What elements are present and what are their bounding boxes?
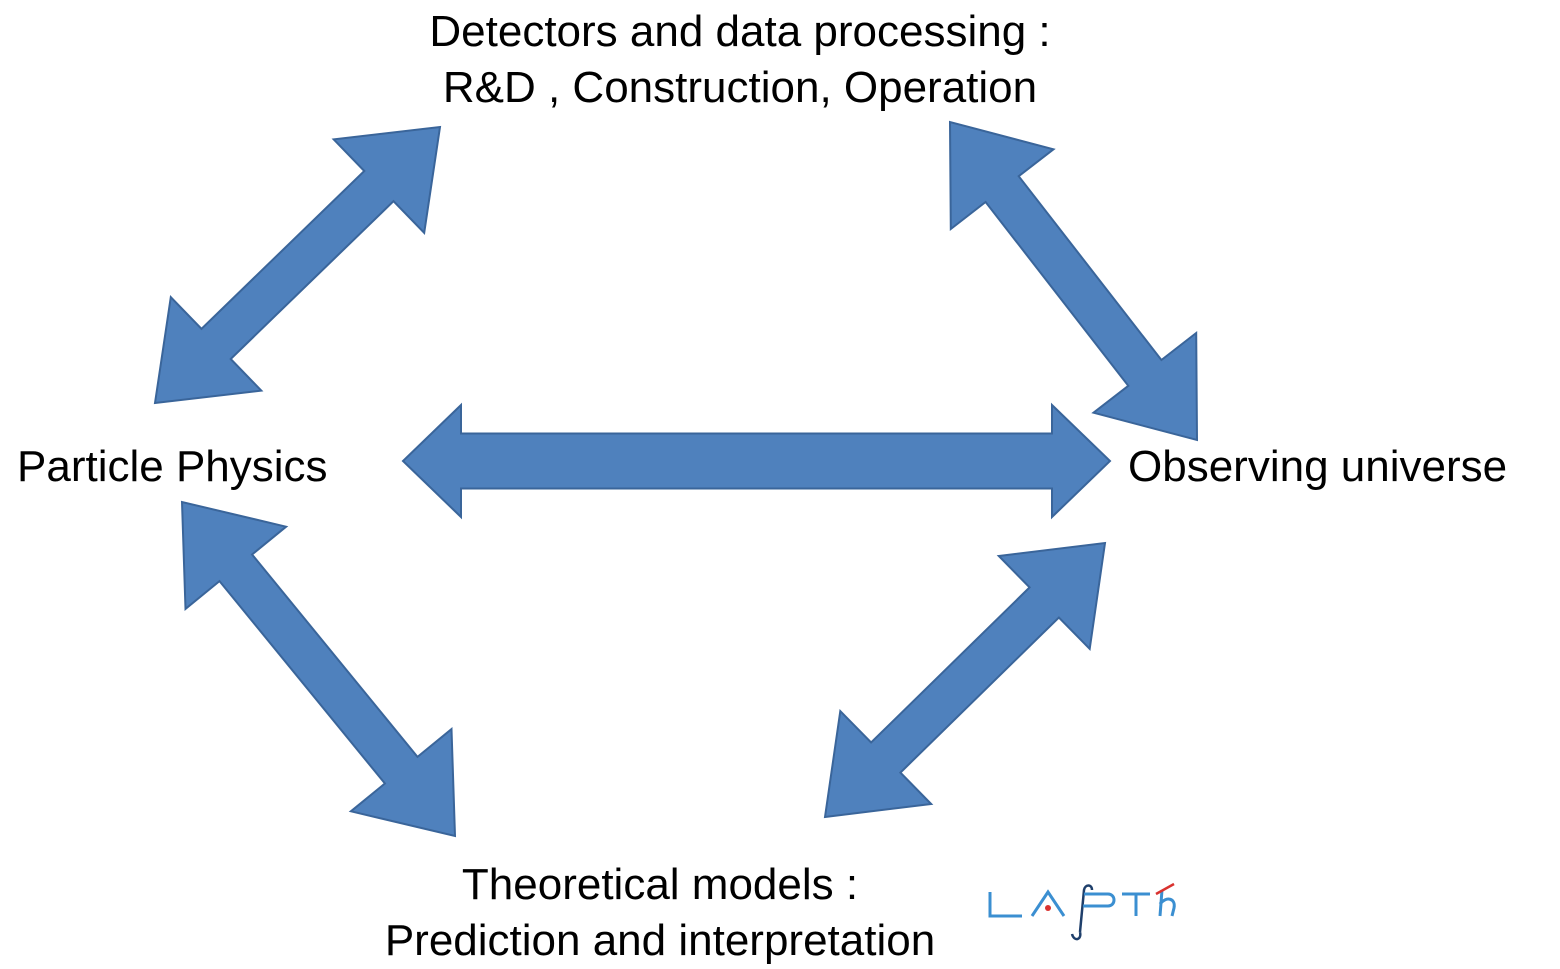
node-top-line2: R&D , Construction, Operation [442, 63, 1038, 112]
arrow-bottom-right [823, 541, 1107, 819]
logo-hbar-stroke [1155, 882, 1175, 896]
node-right: Observing universe [1128, 442, 1508, 491]
node-bottom-line2: Prediction and interpretation [384, 916, 936, 965]
logo-dot [1045, 905, 1051, 911]
logo-letter-h [1158, 889, 1176, 917]
node-bottom: Theoretical models : Prediction and inte… [330, 857, 990, 969]
node-top: Detectors and data processing : R&D , Co… [380, 4, 1100, 116]
arrow-top-right [948, 120, 1199, 442]
arrow-horizontal [401, 402, 1112, 520]
node-bottom-line1: Theoretical models : [461, 860, 859, 909]
lapth-logo [988, 882, 1176, 941]
logo-letter-p [1083, 892, 1116, 908]
logo-letter-l [988, 892, 1022, 918]
node-left: Particle Physics [17, 442, 328, 491]
logo-letter-a [1030, 889, 1066, 917]
logo-integral [1070, 884, 1094, 941]
node-top-line1: Detectors and data processing : [429, 7, 1051, 56]
arrow-top-left [153, 125, 442, 405]
logo-letter-t [1122, 892, 1150, 916]
arrow-bottom-left [180, 500, 457, 838]
